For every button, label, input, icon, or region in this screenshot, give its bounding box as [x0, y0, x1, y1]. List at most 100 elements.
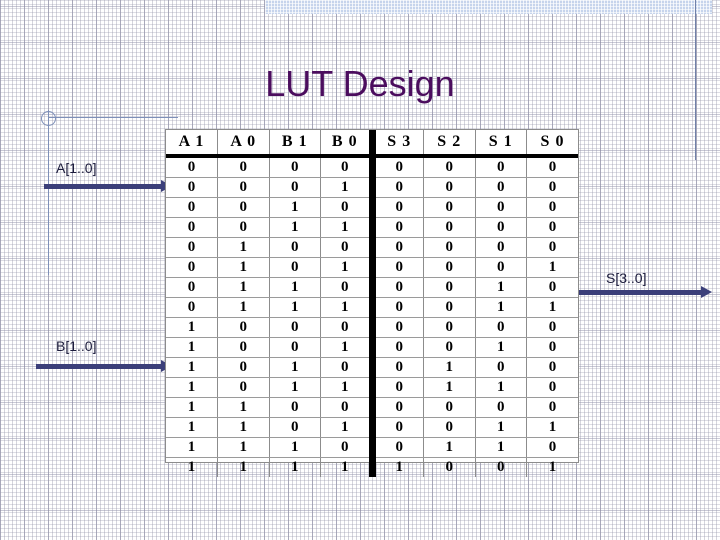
table-cell: 0	[526, 197, 578, 218]
right-guide-line	[695, 0, 696, 160]
column-header-a0: A 0	[217, 130, 270, 158]
table-cell: 1	[475, 277, 527, 298]
input-a-arrow	[44, 180, 172, 192]
table-cell: 0	[423, 156, 476, 178]
table-cell: 0	[166, 277, 218, 298]
table-cell: 0	[423, 417, 476, 438]
table-cell: 1	[475, 377, 527, 398]
table-cell: 0	[320, 197, 373, 218]
table-cell: 0	[368, 277, 424, 298]
table-cell: 0	[269, 156, 321, 178]
table-cell: 1	[475, 337, 527, 358]
table-cell: 0	[423, 457, 476, 477]
table-cell: 0	[475, 257, 527, 278]
table-cell: 0	[320, 277, 373, 298]
table-cell: 0	[269, 177, 321, 198]
table-cell: 0	[423, 217, 476, 238]
table-cell: 0	[368, 317, 424, 338]
table-cell: 1	[217, 397, 270, 418]
table-cell: 0	[423, 317, 476, 338]
table-cell: 0	[526, 317, 578, 338]
table-cell: 0	[526, 357, 578, 378]
table-cell: 0	[368, 177, 424, 198]
table-cell: 0	[368, 437, 424, 458]
table-cell: 1	[166, 417, 218, 438]
table-cell: 1	[166, 317, 218, 338]
table-cell: 1	[320, 297, 373, 318]
table-cell: 1	[166, 457, 218, 477]
table-cell: 1	[548, 459, 557, 475]
output-s-arrow	[578, 286, 712, 298]
table-cell: 1	[526, 417, 578, 438]
table-cell: 0	[423, 297, 476, 318]
table-cell: 1	[423, 377, 476, 398]
table-cell: 0	[475, 156, 527, 178]
table-cell: 0	[423, 237, 476, 258]
page-title: LUT Design	[265, 63, 455, 104]
table-cell: 0	[475, 177, 527, 198]
top-decorative-band	[265, 0, 712, 14]
table-cell: 1	[166, 437, 218, 458]
table-cell: 1	[526, 297, 578, 318]
guide-handle-circle[interactable]	[41, 111, 56, 126]
table-cell: 1	[269, 197, 321, 218]
table-cell: 0	[269, 257, 321, 278]
left-horizontal-guide-line	[48, 117, 178, 118]
column-header-s0: S 0	[526, 130, 578, 158]
table-cell: 0	[320, 357, 373, 378]
table-cell: 1	[475, 297, 527, 318]
table-cell: 0	[368, 417, 424, 438]
table-cell: 0	[269, 397, 321, 418]
table-cell: 0	[368, 156, 424, 178]
table-cell: 0	[475, 237, 527, 258]
table-cell: 0	[217, 197, 270, 218]
table-cell: 1	[475, 437, 527, 458]
table-cell: 1	[217, 437, 270, 458]
table-cell: 0	[320, 237, 373, 258]
table-cell: 1	[320, 337, 373, 358]
input-b-label: B[1..0]	[56, 338, 97, 354]
column-header-s2: S 2	[423, 130, 476, 158]
table-cell: 0	[166, 217, 218, 238]
table-cell: 1	[475, 417, 527, 438]
output-s-label: S[3..0]	[606, 270, 647, 286]
table-cell: 0	[368, 297, 424, 318]
table-cell: 1	[166, 357, 218, 378]
column-header-s1: S 1	[475, 130, 527, 158]
table-cell: 0	[269, 237, 321, 258]
table-cell: 0	[526, 217, 578, 238]
table-cell: 0	[166, 177, 218, 198]
table-cell: 0	[526, 377, 578, 398]
table-cell: 0	[475, 217, 527, 238]
table-cell: 1	[217, 277, 270, 298]
table-cell: 0	[526, 437, 578, 458]
left-vertical-guide-line	[48, 110, 49, 275]
table-cell: 0	[368, 337, 424, 358]
table-cell: 0	[368, 237, 424, 258]
table-cell: 0	[526, 397, 578, 418]
table-cell: 0	[269, 417, 321, 438]
table-cell: 0	[368, 397, 424, 418]
table-cell: 1	[269, 217, 321, 238]
table-cell: 1	[269, 297, 321, 318]
table-cell: 1	[320, 257, 373, 278]
table-cell: 1	[320, 217, 373, 238]
table-cell: 1	[269, 357, 321, 378]
table-cell: 0	[217, 217, 270, 238]
table-cell: 0	[423, 257, 476, 278]
table-cell: 0	[320, 397, 373, 418]
column-header-b1: B 1	[269, 130, 321, 158]
table-cell: 0	[526, 177, 578, 198]
table-cell: 0	[320, 156, 373, 178]
table-cell: 0	[320, 437, 373, 458]
